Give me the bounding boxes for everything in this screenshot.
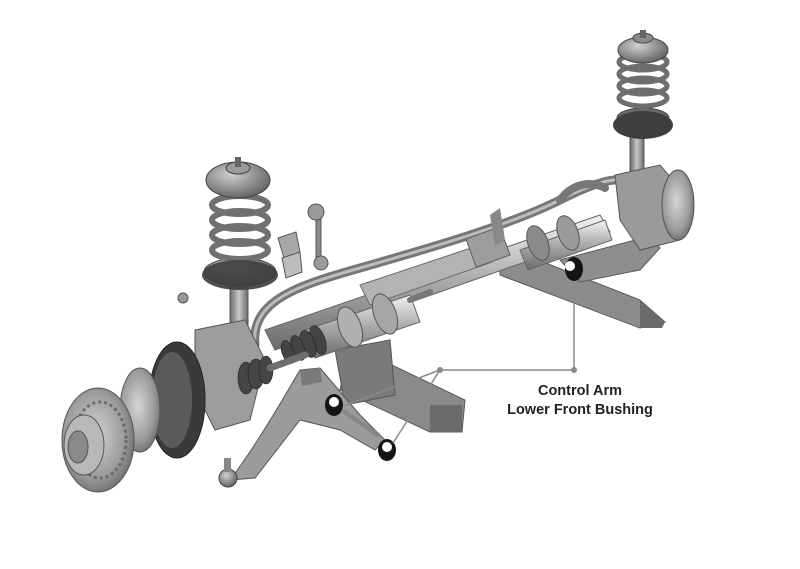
steering-rack xyxy=(264,208,613,364)
callout-label: Control Arm Lower Front Bushing xyxy=(470,382,690,420)
right-strut xyxy=(613,30,695,251)
leader-dot-icon xyxy=(437,367,443,373)
bushing-highlight xyxy=(325,257,583,461)
leader-lines xyxy=(343,283,577,444)
left-strut xyxy=(194,157,309,431)
left-wheel-hub xyxy=(61,341,206,493)
drop-link xyxy=(177,203,329,304)
callout-line-1: Control Arm xyxy=(537,383,623,399)
callout-line-2: Lower Front Bushing xyxy=(507,402,653,418)
leader-dot-icon xyxy=(571,367,577,373)
anti-roll-bar xyxy=(250,175,630,350)
lower-control-arm xyxy=(218,367,386,488)
